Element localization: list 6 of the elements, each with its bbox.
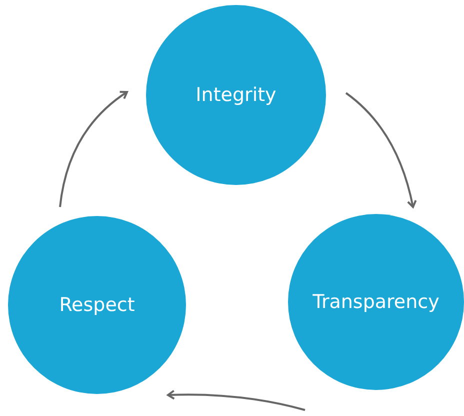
curved-arrow	[345, 92, 417, 208]
value-label: Integrity	[196, 84, 276, 106]
curved-arrow	[59, 91, 128, 208]
value-label: Respect	[59, 294, 135, 316]
curved-arrow	[167, 390, 306, 411]
value-label: Transparency	[312, 291, 440, 313]
